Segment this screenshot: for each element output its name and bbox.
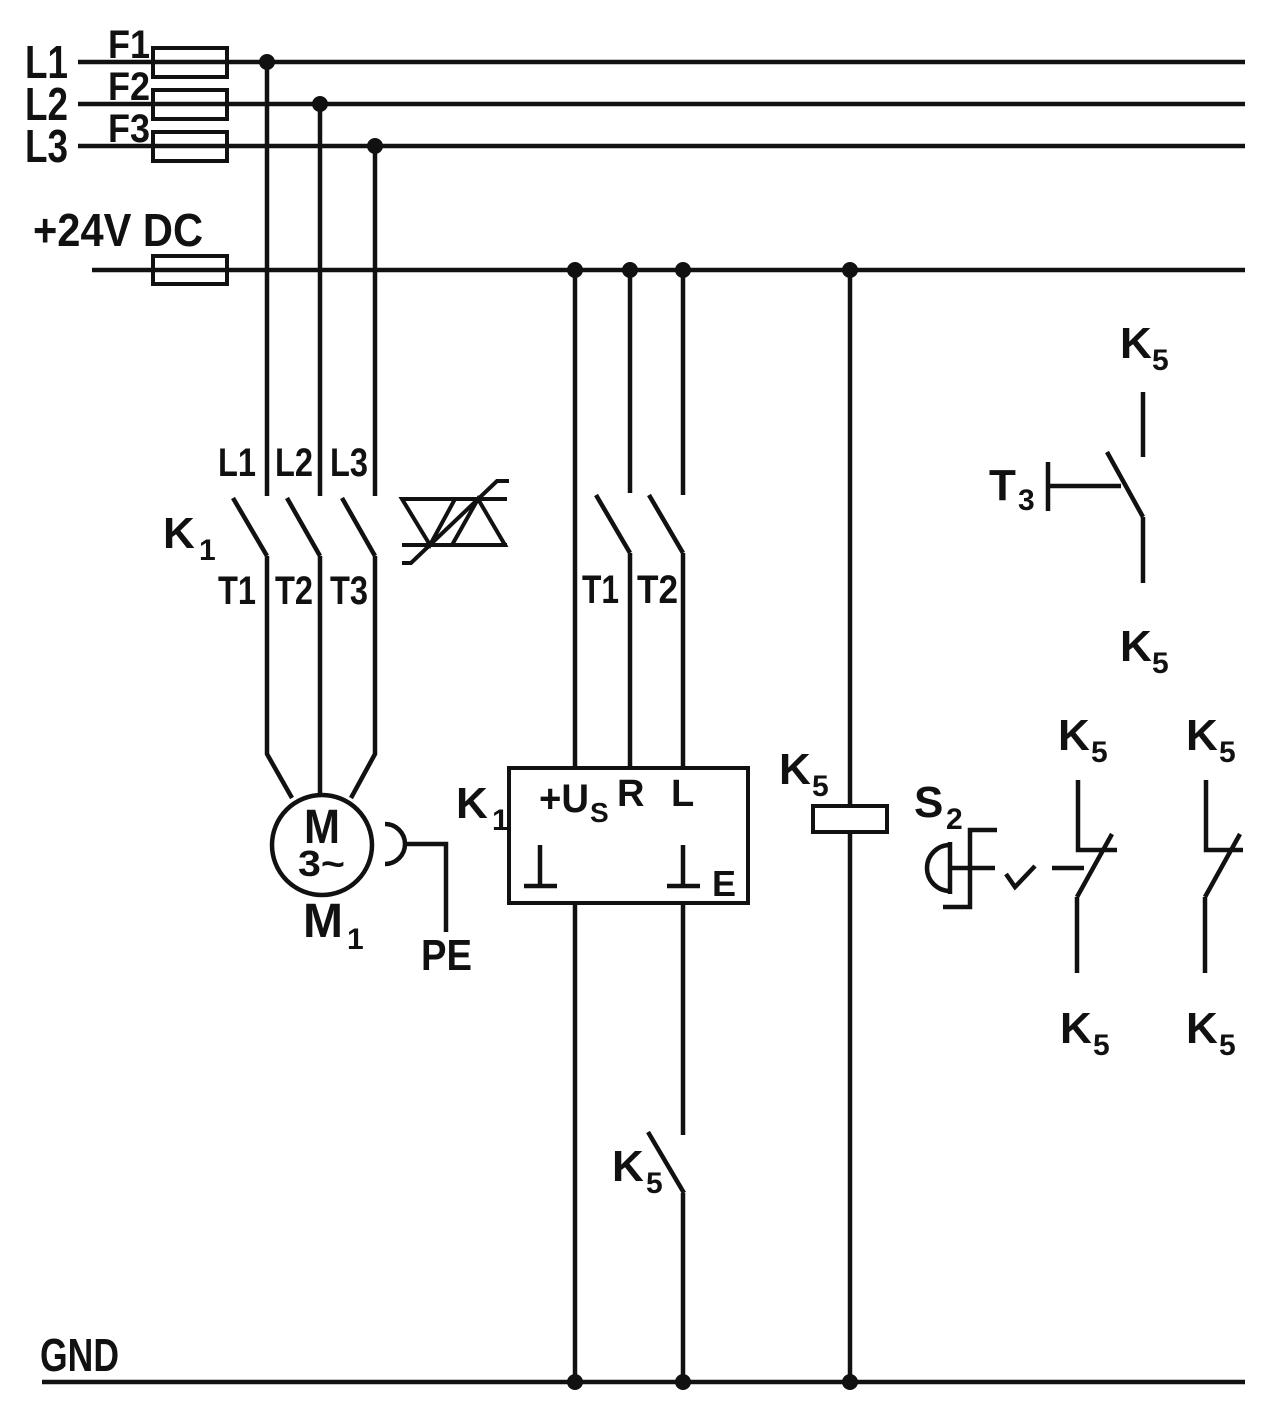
nc1-top-label: K — [1058, 711, 1090, 760]
rail-24v-label: +24V DC — [33, 204, 203, 256]
contactor-k1-label: K — [163, 509, 195, 558]
relay-coil-k5: K 5 — [779, 270, 889, 1382]
thyristor-triangle-down — [398, 497, 459, 550]
s2-label: S — [914, 778, 943, 827]
t3-label: T — [989, 461, 1016, 510]
controller-input-t1-label: T1 — [582, 568, 619, 612]
k5-t3-bottom-label: K — [1120, 622, 1152, 671]
controller-k1-label: K — [456, 779, 488, 828]
motor-m1: M 3~ M 1 PE — [269, 792, 472, 980]
k5-t3-bottom-label-sub: 5 — [1152, 647, 1169, 680]
junction-dots-bottom — [567, 1374, 858, 1390]
motor-label-sub: 1 — [347, 923, 364, 956]
k5-nc-contact-2: K 5 K 5 — [1186, 711, 1243, 1062]
pole-3-bottom-label: T3 — [330, 569, 368, 613]
contactor-k1-label-sub: 1 — [199, 534, 216, 567]
thyristor-triangle-up — [448, 494, 509, 547]
pe-label: PE — [421, 931, 472, 980]
pole-2-top-label: L2 — [275, 441, 313, 485]
fuse-f1-label: F1 — [108, 23, 150, 67]
k5-t3-contact-wire — [1105, 392, 1146, 583]
checkmark-icon — [1004, 864, 1037, 891]
k5-t3-contact: K 5 T 3 K 5 — [989, 319, 1169, 680]
pole-2-bottom-label: T2 — [275, 569, 313, 613]
controller-contact-t2 — [647, 270, 686, 768]
fuse-24v-symbol — [151, 254, 229, 286]
ground-symbol-left — [524, 845, 557, 889]
s2-label-sub: 2 — [946, 803, 963, 836]
fuse-f1-symbol — [151, 46, 229, 79]
junction-dot — [567, 1374, 583, 1390]
contactor-k1: L1 L2 L3 T1 T2 T3 K 1 — [163, 62, 378, 800]
relay-coil-label: K — [779, 745, 811, 794]
motor-phases: 3~ — [298, 843, 345, 884]
terminal-l-label: L — [671, 773, 694, 815]
controller-input-t2-label: T2 — [637, 568, 678, 612]
pe-connection: PE — [384, 821, 472, 980]
k5-no-contact-output: K 5 — [612, 903, 686, 1382]
rail-l3-label: L3 — [25, 120, 68, 172]
relay-coil-label-sub: 5 — [812, 770, 829, 803]
k5-t3-top-label-sub: 5 — [1152, 344, 1169, 377]
k5-no-contact-label-sub: 5 — [646, 1167, 663, 1200]
pole-1-top-label: L1 — [218, 441, 256, 485]
t3-actuator-link — [1045, 462, 1121, 511]
nc2-bottom-label: K — [1186, 1004, 1218, 1053]
relay-coil-symbol — [811, 804, 889, 834]
nc2-contact-wire — [1202, 780, 1243, 973]
junction-dot — [675, 1374, 691, 1390]
pole-1-bottom-label: T1 — [218, 569, 256, 613]
motor-label: M — [303, 895, 343, 948]
junction-dot — [842, 1374, 858, 1390]
ground-symbol-right — [667, 845, 700, 889]
t3-label-sub: 3 — [1018, 484, 1035, 517]
nc2-top-label: K — [1186, 711, 1218, 760]
k5-no-contact-wire — [646, 903, 686, 1382]
pe-wire — [404, 841, 449, 932]
pe-clamp-icon — [384, 821, 408, 867]
terminal-e-label: E — [712, 863, 736, 904]
pushbutton-s2: S 2 — [914, 778, 1084, 910]
terminal-us-sub: S — [590, 797, 609, 828]
controller-k1: T1 T2 K 1 +U S R L E K 5 — [456, 270, 750, 1382]
motor-circle — [269, 792, 375, 898]
nc1-contact-wire — [1074, 780, 1117, 973]
k5-t3-top-label: K — [1120, 319, 1152, 368]
rail-gnd-label: GND — [40, 1329, 119, 1381]
terminal-r-label: R — [617, 773, 644, 815]
k5-nc-contact-1: K 5 K 5 — [1058, 711, 1117, 1062]
nc2-bottom-label-sub: 5 — [1219, 1029, 1236, 1062]
junction-dots-top — [259, 54, 858, 278]
pole-3-top-label: L3 — [330, 441, 368, 485]
nc2-top-label-sub: 5 — [1219, 736, 1236, 769]
power-rails: L1 L2 L3 F1 F2 F3 +24V DC — [25, 23, 1245, 286]
thyristor-pair-icon — [398, 479, 509, 565]
nc1-bottom-label: K — [1060, 1004, 1092, 1053]
fuse-f3-symbol — [151, 130, 229, 163]
nc1-top-label-sub: 5 — [1091, 736, 1108, 769]
controller-contact-t1 — [594, 270, 633, 768]
rail-l2-label: L2 — [25, 78, 68, 130]
motor-letter: M — [304, 801, 340, 854]
controller-k1-label-sub: 1 — [492, 804, 509, 837]
thyristor-gate-line — [402, 479, 509, 565]
terminal-us-label: +U — [539, 777, 589, 821]
contactor-pole-1 — [231, 62, 294, 800]
nc1-bottom-label-sub: 5 — [1093, 1029, 1110, 1062]
mushroom-button-icon — [924, 842, 951, 894]
controller-box — [507, 766, 750, 905]
fuse-f3-label: F3 — [108, 107, 150, 151]
gnd-rail: GND — [40, 1329, 1245, 1390]
contactor-pole-2 — [285, 104, 323, 796]
rail-l1-label: L1 — [25, 36, 68, 88]
contactor-pole-3 — [340, 146, 378, 800]
fuse-f2-symbol — [151, 88, 229, 121]
k5-no-contact-label: K — [612, 1142, 644, 1191]
fuse-f2-label: F2 — [108, 65, 150, 109]
